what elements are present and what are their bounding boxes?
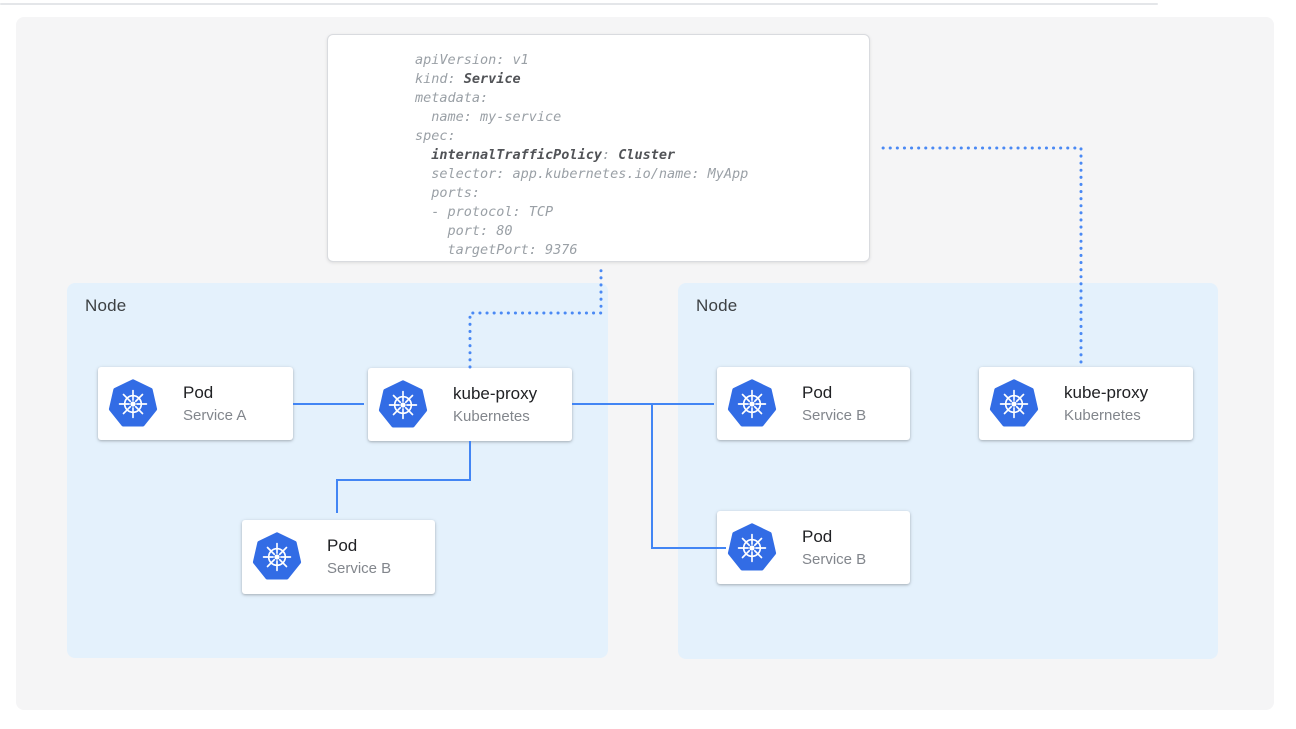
card-title: kube-proxy [1064, 382, 1149, 402]
yaml-code-line: ports: [415, 185, 481, 201]
kubernetes-icon [988, 378, 1040, 430]
yaml-code-line: port: 80 [415, 223, 513, 239]
kubernetes-icon [251, 531, 303, 583]
card-kube-proxy-left: kube-proxy Kubernetes [368, 368, 572, 441]
card-subtitle: Service A [183, 406, 247, 424]
card-pod-service-b-right-bottom: Pod Service B [717, 511, 910, 584]
top-divider-line [0, 3, 1158, 5]
yaml-code-line: internalTrafficPolicy: Cluster [431, 147, 676, 163]
yaml-code-line: apiVersion: v1 [415, 52, 529, 68]
card-subtitle: Service B [802, 406, 867, 424]
card-subtitle: Kubernetes [453, 407, 530, 425]
kubernetes-icon [107, 378, 159, 430]
card-pod-service-b-left: Pod Service B [242, 520, 435, 594]
card-pod-service-b-right-top: Pod Service B [717, 367, 910, 440]
node-right-label: Node [696, 296, 738, 315]
yaml-code-line: spec: [415, 128, 456, 144]
card-title: Pod [327, 536, 358, 555]
card-pod-service-a: Pod Service A [98, 367, 293, 440]
card-title: kube-proxy [453, 383, 538, 403]
yaml-code-line: metadata: [415, 90, 489, 106]
service-yaml-card: apiVersion: v1 kind: Service metadata: nam… [327, 34, 870, 262]
card-subtitle: Service B [802, 550, 867, 568]
node-box-left: Node [67, 283, 608, 658]
node-left-label: Node [85, 296, 127, 315]
card-subtitle: Kubernetes [1064, 406, 1141, 424]
kubernetes-icon [726, 522, 778, 574]
yaml-code-line: name: my-service [415, 109, 562, 125]
card-subtitle: Service B [327, 560, 392, 577]
yaml-code-line: selector: app.kubernetes.io/name: MyApp [415, 166, 749, 182]
yaml-code: apiVersion: v1 kind: Service metadata: nam… [415, 51, 748, 260]
card-title: Pod [183, 382, 214, 402]
card-title: Pod [802, 526, 833, 546]
yaml-code-line: targetPort: 9376 [415, 242, 578, 258]
card-kube-proxy-right: kube-proxy Kubernetes [979, 367, 1193, 440]
yaml-code-line: - protocol: TCP [415, 204, 554, 220]
yaml-code-line: kind: Service [415, 71, 521, 87]
card-title: Pod [802, 382, 833, 402]
node-box-right: Node [678, 283, 1218, 659]
kubernetes-icon [377, 379, 429, 431]
kubernetes-icon [726, 378, 778, 430]
